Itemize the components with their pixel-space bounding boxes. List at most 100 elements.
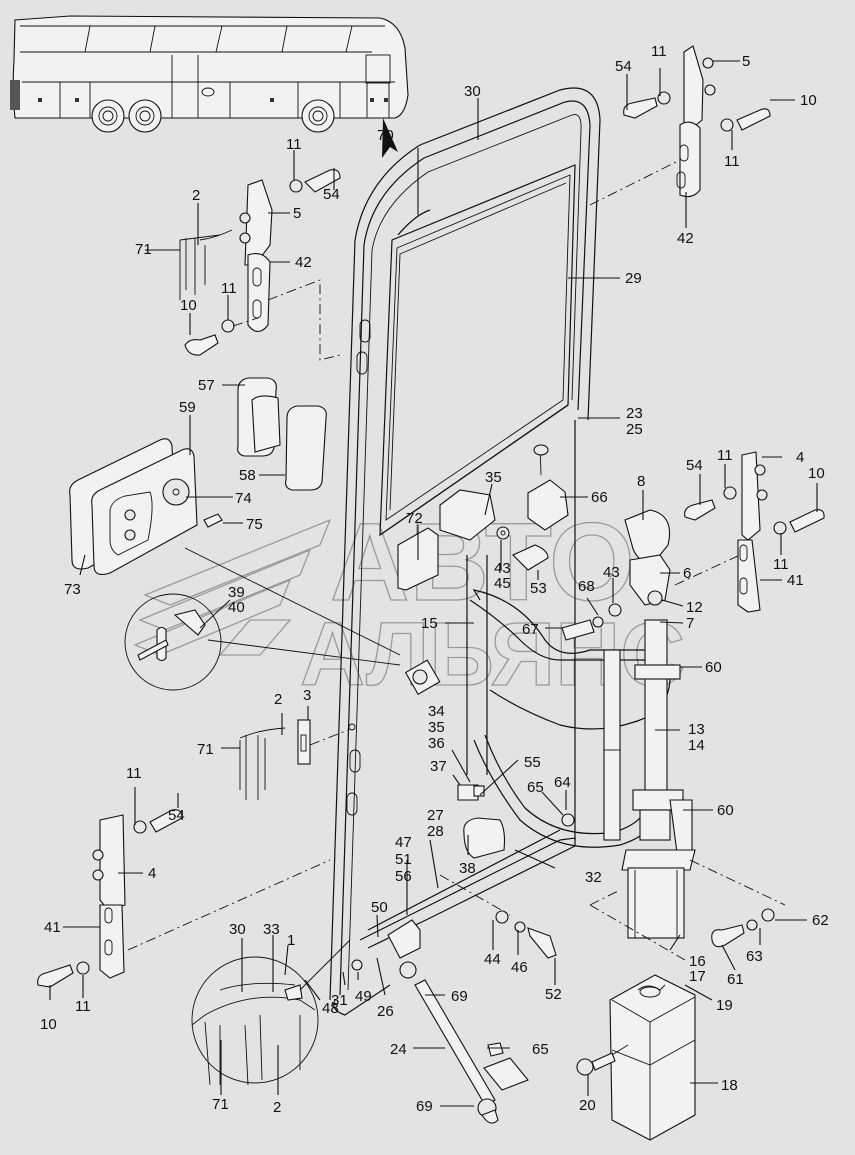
callout-67: 67 bbox=[522, 621, 539, 638]
callout-63: 63 bbox=[746, 948, 763, 965]
bolt-67 bbox=[561, 619, 595, 641]
bezel-frame-58 bbox=[285, 405, 327, 491]
callout-56: 56 bbox=[395, 868, 412, 885]
callout-64: 64 bbox=[554, 774, 571, 791]
callout-41: 41 bbox=[44, 919, 61, 936]
callout-66: 66 bbox=[591, 489, 608, 506]
upper-left-hinge bbox=[179, 169, 341, 361]
rod-end-top bbox=[399, 961, 417, 979]
callout-72: 72 bbox=[406, 510, 423, 527]
callout-33: 33 bbox=[263, 921, 280, 938]
callout-20: 20 bbox=[579, 1097, 596, 1114]
callout-11: 11 bbox=[221, 280, 237, 297]
callout-40: 40 bbox=[228, 599, 245, 616]
callout-5: 5 bbox=[742, 53, 750, 70]
callout-11: 11 bbox=[286, 136, 302, 153]
bolt-52 bbox=[527, 927, 557, 959]
callout-11: 11 bbox=[773, 556, 789, 573]
callout-27: 27 bbox=[427, 807, 444, 824]
callout-69: 69 bbox=[416, 1098, 433, 1115]
callout-51: 51 bbox=[395, 851, 412, 868]
callout-54: 54 bbox=[615, 58, 632, 75]
callout-34: 34 bbox=[428, 703, 445, 720]
watermark-text-bottom: АЛЬЯНС bbox=[300, 605, 685, 705]
callout-45: 45 bbox=[494, 575, 511, 592]
callout-65: 65 bbox=[527, 779, 544, 796]
callout-32: 32 bbox=[585, 869, 602, 886]
callout-15: 15 bbox=[421, 615, 438, 632]
callout-8: 8 bbox=[637, 473, 645, 490]
callout-11: 11 bbox=[724, 153, 740, 170]
pneumatic-cylinder bbox=[627, 867, 685, 939]
watermark-logo bbox=[133, 518, 332, 656]
callout-7: 7 bbox=[686, 615, 694, 632]
callout-52: 52 bbox=[545, 986, 562, 1003]
callout-14: 14 bbox=[688, 737, 705, 754]
callout-4: 4 bbox=[148, 865, 156, 882]
callout-69: 69 bbox=[451, 988, 468, 1005]
striker-plate-3 bbox=[297, 719, 311, 765]
control-panel-group bbox=[69, 377, 401, 656]
callout-54: 54 bbox=[168, 807, 185, 824]
callout-1: 1 bbox=[287, 932, 295, 949]
drive-shaft bbox=[644, 619, 668, 796]
callout-71: 71 bbox=[212, 1096, 229, 1113]
callout-11: 11 bbox=[651, 43, 667, 60]
callout-10: 10 bbox=[808, 465, 825, 482]
callout-13: 13 bbox=[688, 721, 705, 738]
callout-2: 2 bbox=[192, 187, 200, 204]
callout-37: 37 bbox=[430, 758, 447, 775]
callout-11: 11 bbox=[717, 447, 733, 464]
callout-2: 2 bbox=[274, 691, 282, 708]
callout-55: 55 bbox=[524, 754, 541, 771]
cylinder-cover-18 bbox=[609, 974, 696, 1141]
callout-10: 10 bbox=[40, 1016, 57, 1033]
callout-61: 61 bbox=[727, 971, 744, 988]
callout-57: 57 bbox=[198, 377, 215, 394]
push-rod-24 bbox=[414, 979, 496, 1106]
callout-74: 74 bbox=[235, 490, 252, 507]
door-outer-frame bbox=[329, 87, 601, 1001]
callout-29: 29 bbox=[625, 270, 642, 287]
bus-body bbox=[12, 15, 409, 119]
callout-10: 10 bbox=[800, 92, 817, 109]
callout-30: 30 bbox=[464, 83, 481, 100]
callout-36: 36 bbox=[428, 735, 445, 752]
push-rod-assembly bbox=[387, 874, 557, 1124]
lock-detail-circle bbox=[124, 593, 222, 691]
callout-42: 42 bbox=[677, 230, 694, 247]
lower-left-hinge bbox=[37, 809, 331, 988]
callout-4: 4 bbox=[796, 449, 804, 466]
callout-25: 25 bbox=[626, 421, 643, 438]
callout-11: 11 bbox=[126, 765, 142, 782]
callout-54: 54 bbox=[323, 186, 340, 203]
callout-59: 59 bbox=[179, 399, 196, 416]
callout-42: 42 bbox=[295, 254, 312, 271]
callout-44: 44 bbox=[484, 951, 501, 968]
callout-16: 16 bbox=[689, 953, 706, 970]
locator-arrow-icon bbox=[382, 118, 398, 158]
lock-detail bbox=[124, 593, 401, 691]
bracket-47 bbox=[387, 919, 421, 959]
buffer-stop-66 bbox=[527, 479, 569, 531]
callout-41: 41 bbox=[787, 572, 804, 589]
callout-labels: 70 30 29 23 25 54 11 5 10 11 42 11 54 2 … bbox=[40, 43, 829, 1116]
leader-lines bbox=[49, 60, 818, 1107]
callout-2: 2 bbox=[273, 1099, 281, 1116]
callout-17: 17 bbox=[689, 968, 706, 985]
lower-right-hinge bbox=[674, 451, 825, 613]
callout-31: 31 bbox=[331, 992, 348, 1009]
callout-53: 53 bbox=[530, 580, 547, 597]
callout-47: 47 bbox=[395, 834, 412, 851]
callout-71: 71 bbox=[197, 741, 214, 758]
callout-23: 23 bbox=[626, 405, 643, 422]
callout-18: 18 bbox=[721, 1077, 738, 1094]
callout-19: 19 bbox=[716, 997, 733, 1014]
drive-mechanism bbox=[397, 444, 696, 939]
callout-12: 12 bbox=[686, 599, 703, 616]
callout-6: 6 bbox=[683, 565, 691, 582]
callout-35: 35 bbox=[428, 719, 445, 736]
seal-details bbox=[239, 719, 349, 800]
cylinder-fasteners bbox=[589, 859, 786, 961]
